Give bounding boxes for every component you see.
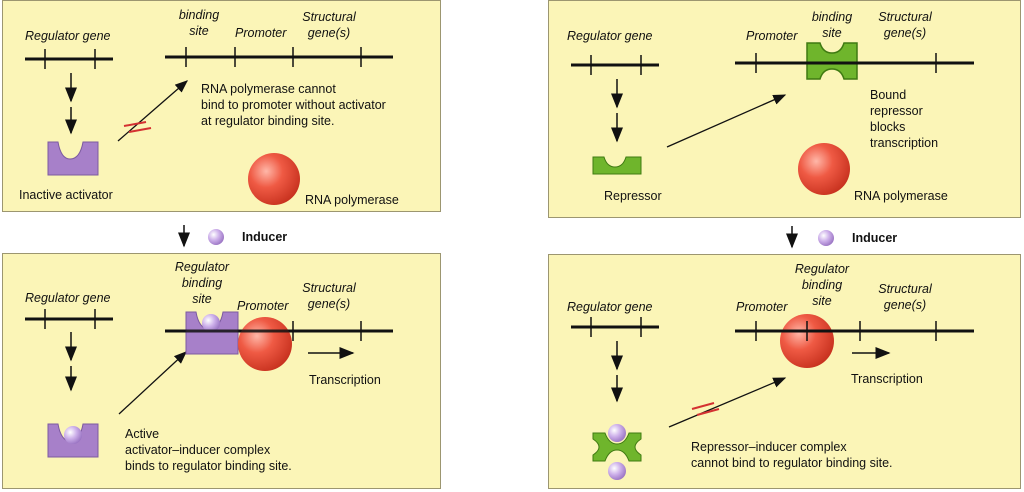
inducer-dot-icon <box>608 424 626 442</box>
rna-polymerase-label: RNA polymerase <box>854 189 948 203</box>
activator-inactive-panel: Regulator gene binding site Promoter Str… <box>2 0 441 212</box>
rna-polymerase-shape <box>238 317 292 371</box>
bound-repressor-note: Bound repressor blocks transcription <box>870 88 939 150</box>
binding-site-label: binding site <box>178 8 220 38</box>
repressor-inducer-step: Inducer <box>780 223 920 253</box>
repressor-bound-diagram <box>571 42 974 195</box>
repressor-label: Repressor <box>604 189 662 203</box>
activator-active-panel: Regulator gene Regulator binding site Pr… <box>2 253 441 489</box>
repressor-inducer-panel: Regulator gene Regulator binding site Pr… <box>548 254 1021 489</box>
structural-genes-label: Structural gene(s) <box>878 10 932 40</box>
promoter-label: Promoter <box>237 299 289 313</box>
regulator-gene-label: Regulator gene <box>25 291 111 305</box>
activator-inducer-step: Inducer <box>170 222 310 252</box>
repressor-bound-panel: Regulator gene Promoter binding site Str… <box>548 0 1021 218</box>
inducer-dot-icon <box>608 462 626 480</box>
bound-repressor-shape <box>806 42 858 80</box>
inducer-dot-icon <box>208 229 224 245</box>
inducer-label: Inducer <box>852 231 898 245</box>
rna-polymerase-label: RNA polymerase <box>305 193 399 207</box>
repressor-complex-note: Repressor–inducer complex cannot bind to… <box>691 440 893 470</box>
repressor-inducer-complex-shape <box>592 432 642 462</box>
promoter-label: Promoter <box>746 29 798 43</box>
inducer-dot-icon <box>64 426 82 444</box>
activator-complex-note: Active activator–inducer complex binds t… <box>125 427 292 473</box>
promoter-label: Promoter <box>235 26 287 40</box>
transcription-label: Transcription <box>851 372 923 386</box>
polymerase-cannot-bind-note: RNA polymerase cannot bind to promoter w… <box>201 82 386 128</box>
inactive-activator-label: Inactive activator <box>19 188 113 202</box>
repressor-shape <box>592 156 642 175</box>
promoter-label: Promoter <box>736 300 788 314</box>
block-mark <box>696 408 720 416</box>
inactive-activator-shape <box>47 141 99 176</box>
block-mark <box>123 121 147 127</box>
structural-genes-label: Structural gene(s) <box>302 10 356 40</box>
regulator-gene-label: Regulator gene <box>567 29 653 43</box>
rna-polymerase-shape <box>798 143 850 195</box>
repressor-inducer-diagram <box>571 314 974 480</box>
structural-genes-label: Structural gene(s) <box>302 281 356 311</box>
regulator-gene-label: Regulator gene <box>567 300 653 314</box>
block-mark <box>691 402 715 410</box>
regulator-binding-site-label: Regulator binding site <box>794 262 850 308</box>
transcription-label: Transcription <box>309 373 381 387</box>
inducer-dot-icon <box>202 314 220 332</box>
regulator-binding-site-label: Regulator binding site <box>174 260 230 306</box>
inducer-dot-icon <box>818 230 834 246</box>
rna-polymerase-shape <box>248 153 300 205</box>
regulator-gene-label: Regulator gene <box>25 29 111 43</box>
activator-inactive-diagram <box>25 47 393 205</box>
binding-site-label: binding site <box>811 10 853 40</box>
activator-active-diagram <box>25 309 393 458</box>
inducer-label: Inducer <box>242 230 288 244</box>
structural-genes-label: Structural gene(s) <box>878 282 932 312</box>
blocked-arrow <box>668 377 787 428</box>
blocked-arrow <box>117 80 188 142</box>
block-mark <box>128 127 152 133</box>
